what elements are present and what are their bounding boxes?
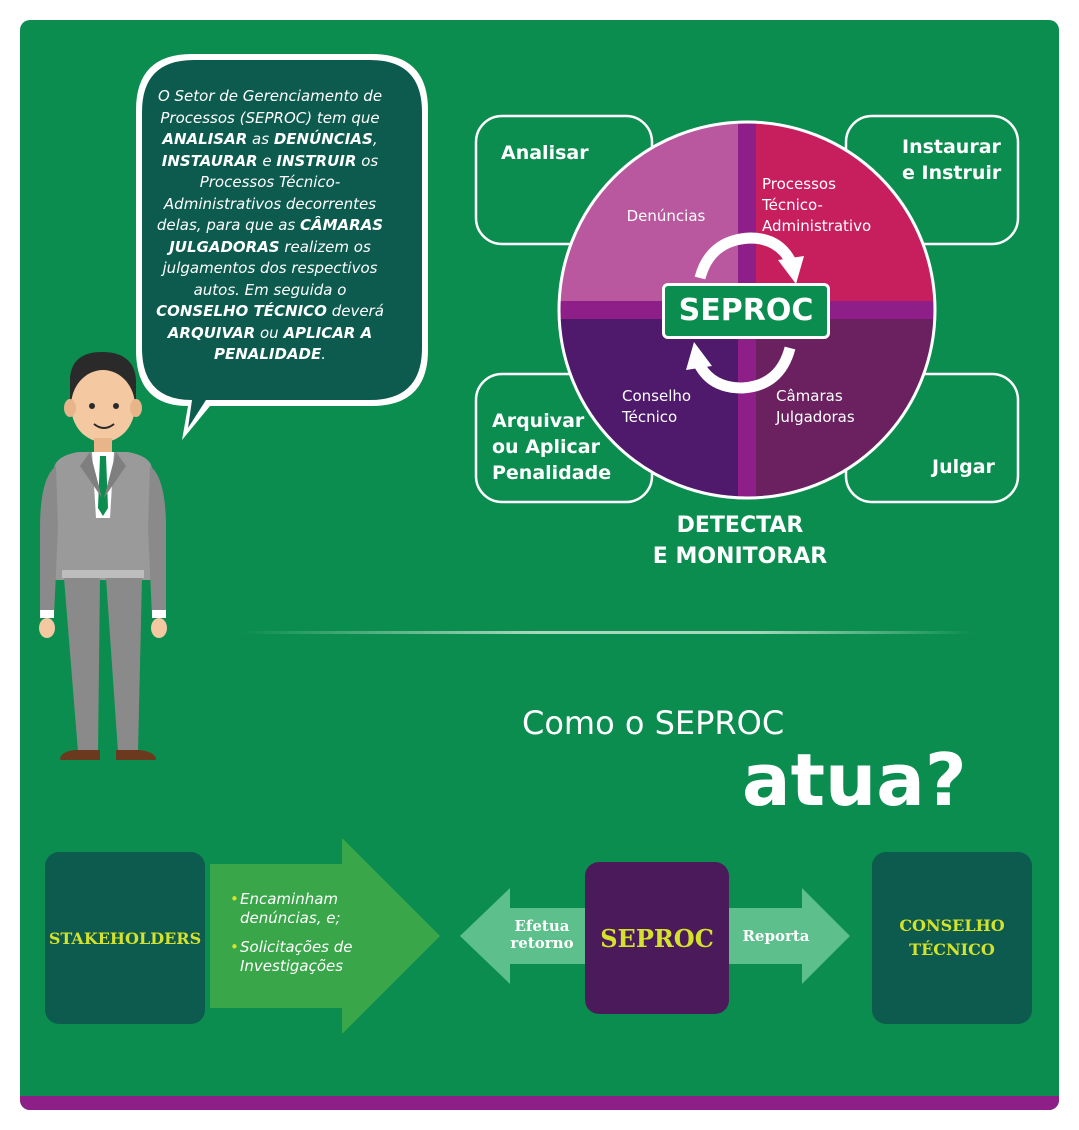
stakeholders-card: STAKEHOLDERS bbox=[45, 852, 205, 1024]
quadrant-camaras bbox=[747, 310, 935, 498]
seproc-card: SEPROC bbox=[585, 862, 729, 1014]
businessman-illustration bbox=[39, 352, 167, 760]
flow-arrows bbox=[210, 838, 850, 1034]
seproc-center-badge: SEPROC bbox=[662, 283, 830, 339]
infographic-panel: O Setor de Gerenciamento de Processos (S… bbox=[20, 20, 1059, 1110]
speech-bubble bbox=[136, 54, 428, 440]
reporta-label: Reporta bbox=[742, 927, 810, 945]
question-line-1: Como o SEPROC bbox=[522, 704, 785, 742]
circle-outline bbox=[557, 120, 937, 500]
section-divider bbox=[240, 631, 975, 634]
label-analisar: Analisar bbox=[501, 142, 589, 164]
question-line-2: atua? bbox=[742, 738, 967, 822]
bottom-accent-bar bbox=[20, 1096, 1059, 1110]
label-julgar: Julgar bbox=[932, 456, 995, 478]
stakeholder-actions-list: Encaminham denúncias, e; Solicitações de… bbox=[230, 890, 400, 986]
list-item: Solicitações de Investigações bbox=[230, 938, 400, 976]
cycle-arrows-icon bbox=[686, 232, 804, 394]
bubble-text: O Setor de Gerenciamento de Processos (S… bbox=[156, 87, 384, 363]
segment-denuncias: Denúncias bbox=[626, 207, 706, 225]
list-item: Encaminham denúncias, e; bbox=[230, 890, 400, 928]
